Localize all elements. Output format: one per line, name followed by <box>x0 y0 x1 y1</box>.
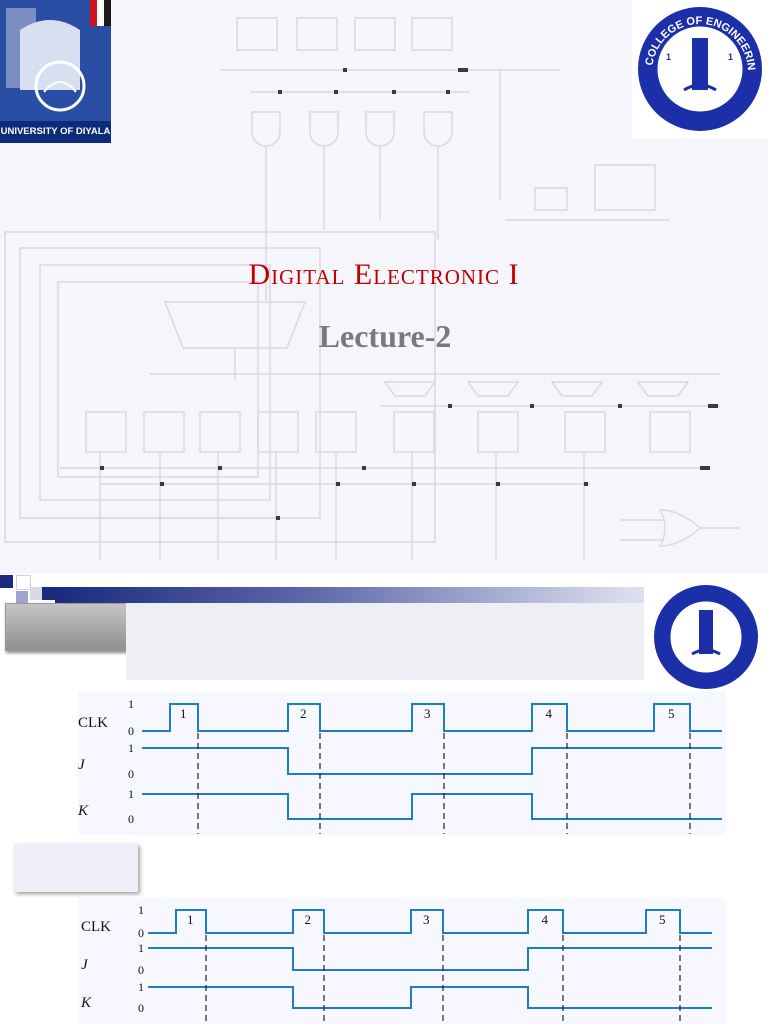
j-waveform <box>148 947 712 971</box>
university-logo: UNIVERSITY OF DIYALA <box>0 0 111 143</box>
signal-label-k: K <box>78 803 89 819</box>
signal-label-j: J <box>78 757 86 773</box>
university-name: UNIVERSITY OF DIYALA <box>0 121 111 143</box>
k-waveform <box>148 986 712 1009</box>
college-seal-icon: 1 1 COLLEGE OF ENGINEERING <box>628 0 762 131</box>
clock-pulse-label: 1 <box>180 706 187 721</box>
j-waveform <box>142 747 722 775</box>
clock-pulse-label: 2 <box>305 912 312 927</box>
clock-pulse-label: 3 <box>424 706 431 721</box>
svg-text:1: 1 <box>666 52 671 62</box>
clk-waveform <box>148 909 712 934</box>
college-logo-small <box>644 582 768 692</box>
clock-pulse-label: 5 <box>668 706 675 721</box>
section-heading-box <box>5 603 127 651</box>
k-waveform <box>142 793 722 820</box>
clock-pulse-label: 2 <box>300 706 307 721</box>
title-bar <box>55 587 768 603</box>
level-high-label: 1 <box>138 903 144 917</box>
level-low-label: 0 <box>128 812 134 826</box>
university-emblem-icon <box>0 0 111 121</box>
level-high-label: 1 <box>128 697 134 711</box>
page-title: Digital Electronic I <box>248 258 520 291</box>
signal-label-j: J <box>81 957 89 973</box>
section-label-box <box>14 844 138 892</box>
clock-pulse-label: 1 <box>187 912 194 927</box>
title-slide: UNIVERSITY OF DIYALA 1 1 COLLEGE OF ENGI… <box>0 0 768 560</box>
clock-pulse-label: 5 <box>659 912 666 927</box>
level-low-label: 0 <box>138 926 144 940</box>
slide-divider <box>0 575 768 603</box>
clock-pulse-label: 3 <box>423 912 430 927</box>
level-low-label: 0 <box>128 767 134 781</box>
circuit-background <box>4 17 740 560</box>
clock-pulse-label: 4 <box>546 706 553 721</box>
signal-label-clk: CLK <box>81 919 111 935</box>
level-high-label: 1 <box>128 741 134 755</box>
lecture-subtitle: Lecture-2 <box>318 318 452 354</box>
level-high-label: 1 <box>128 787 134 801</box>
clk-waveform <box>142 703 722 732</box>
level-high-label: 1 <box>138 980 144 994</box>
signal-label-k: K <box>80 995 92 1011</box>
clock-pulse-label: 4 <box>542 912 549 927</box>
heading-strip <box>126 603 644 680</box>
svg-text:1: 1 <box>728 52 733 62</box>
college-logo: 1 1 COLLEGE OF ENGINEERING <box>628 0 768 138</box>
level-high-label: 1 <box>138 941 144 955</box>
level-low-label: 0 <box>138 963 144 977</box>
level-low-label: 0 <box>138 1001 144 1015</box>
signal-label-clk: CLK <box>78 715 108 731</box>
level-low-label: 0 <box>128 724 134 738</box>
college-seal-icon <box>654 585 758 689</box>
